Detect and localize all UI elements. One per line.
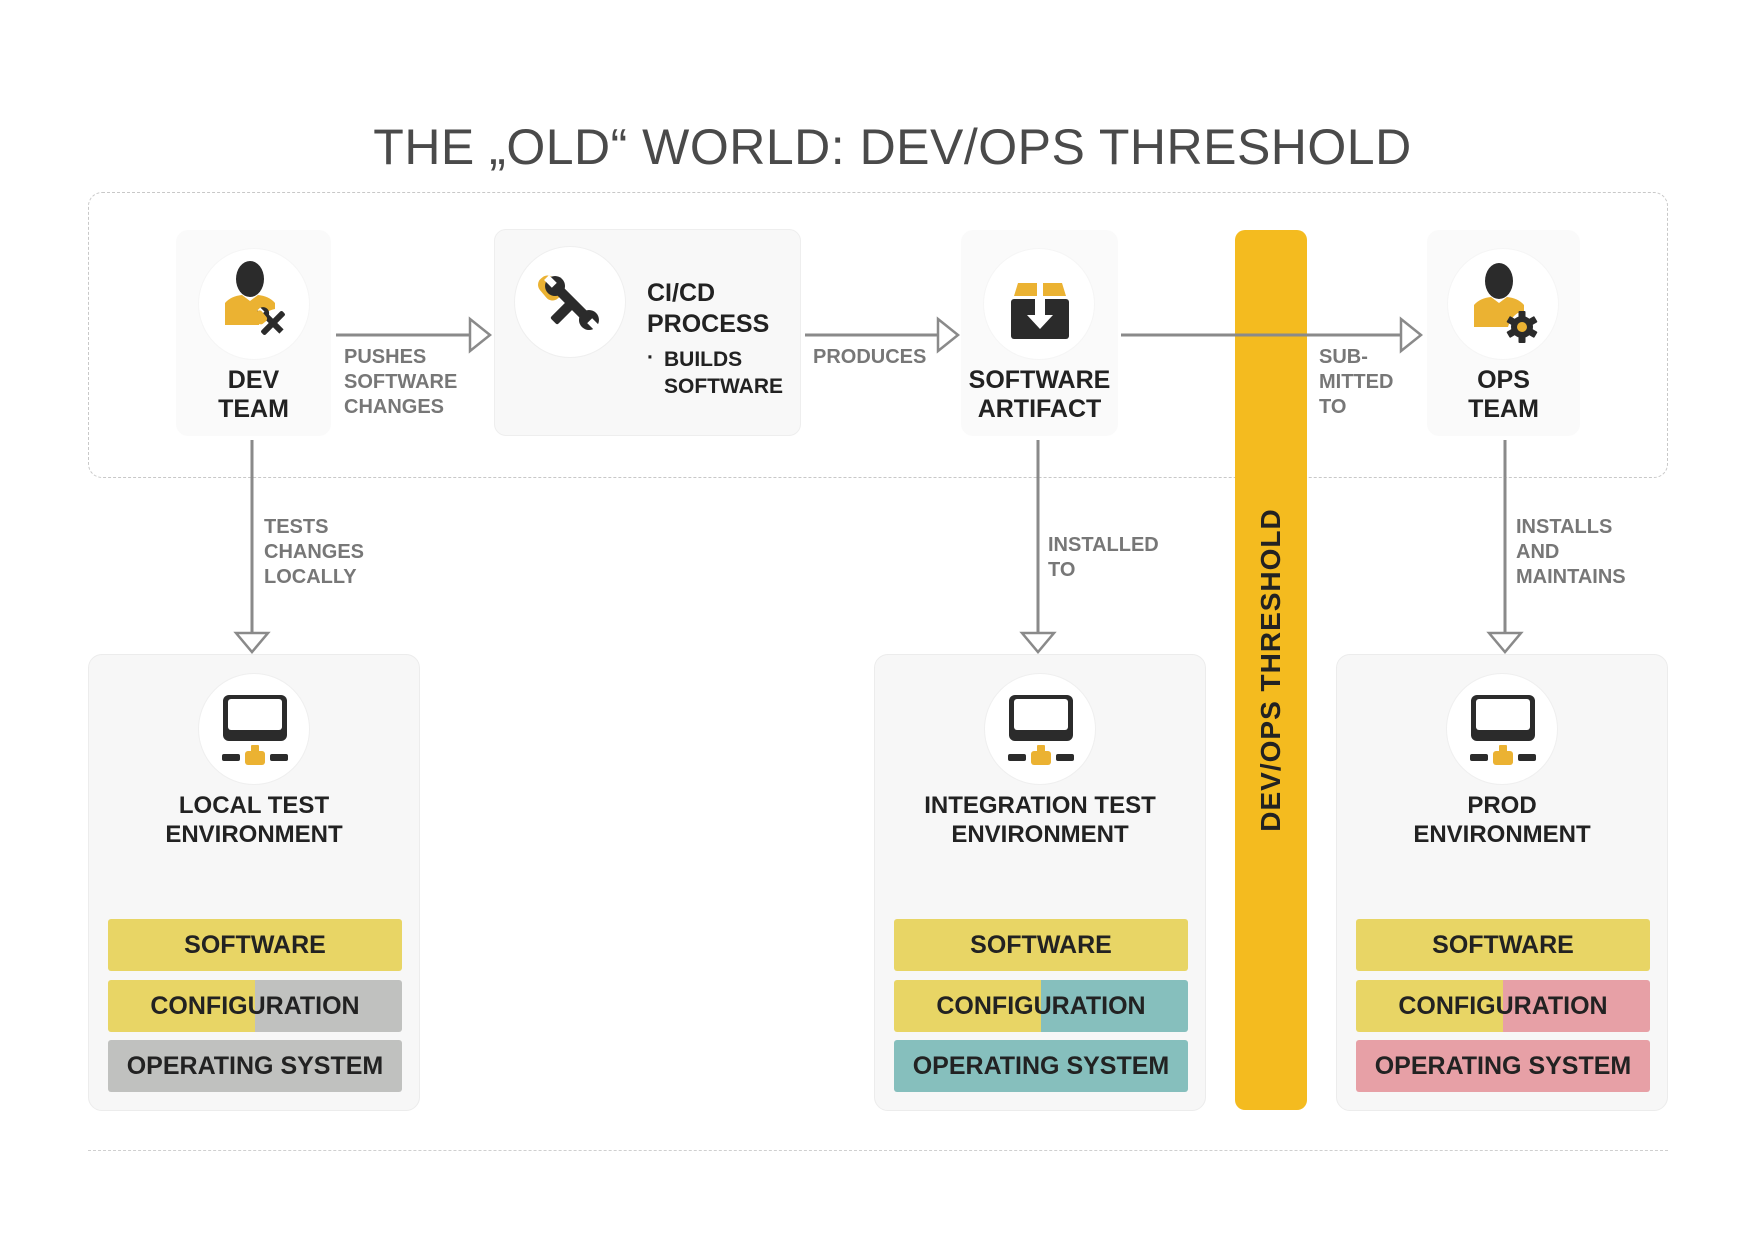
software-artifact-node[interactable]: SOFTWARE ARTIFACT (961, 230, 1118, 436)
layer-configuration: CONFIGURATION (894, 980, 1188, 1032)
arrowhead-produces (936, 316, 961, 354)
artifact-label-line2: ARTIFACT (977, 395, 1102, 423)
edge-label-line: PUSHES (344, 346, 427, 368)
env-label-line2: ENVIRONMENT (951, 821, 1129, 848)
cicd-detail-line1: BUILDS (664, 348, 743, 371)
edge-label-line: AND (1516, 541, 1560, 563)
env-label-line2: ENVIRONMENT (1413, 821, 1591, 848)
env-label: PROD ENVIRONMENT (1337, 791, 1667, 849)
env-card-integration-test[interactable]: INTEGRATION TEST ENVIRONMENT SOFTWARE CO… (874, 654, 1206, 1111)
dev-team-label-line2: TEAM (218, 395, 289, 423)
arrowhead-tests (233, 631, 271, 654)
edge-label-line: INSTALLED (1048, 534, 1159, 556)
edge-label-line: PRODUCES (813, 346, 927, 368)
cicd-label-line2: PROCESS (647, 310, 770, 338)
computer-network-icon (1008, 695, 1074, 765)
layer-os-label: OPERATING SYSTEM (1374, 1051, 1632, 1080)
cicd-detail-line2: SOFTWARE (664, 375, 783, 398)
wrench-screwdriver-icon (538, 275, 600, 331)
layer-operating-system: OPERATING SYSTEM (1356, 1040, 1650, 1092)
ops-team-icon-circle (1447, 248, 1559, 360)
computer-network-icon (222, 695, 288, 765)
ops-team-label-line2: TEAM (1468, 395, 1539, 423)
cicd-process-node[interactable]: CI/CD PROCESS · BUILDS SOFTWARE (494, 229, 801, 436)
artifact-label: SOFTWARE ARTIFACT (961, 366, 1118, 424)
ops-team-node[interactable]: OPS TEAM (1427, 230, 1580, 436)
env-icon-circle (1446, 673, 1558, 785)
layer-software-label: SOFTWARE (970, 930, 1112, 959)
computer-network-icon (1470, 695, 1536, 765)
edge-label-produces: PRODUCES (813, 345, 926, 370)
env-label-line1: PROD (1467, 792, 1537, 819)
edge-label-line: TESTS (264, 516, 329, 538)
arrowhead-installed (1019, 631, 1057, 654)
layer-os-label: OPERATING SYSTEM (126, 1051, 384, 1080)
layer-configuration-label: CONFIGURATION (150, 991, 360, 1020)
dev-team-label-line1: DEV (227, 366, 280, 394)
layer-configuration: CONFIGURATION (1356, 980, 1650, 1032)
operator-person-gear-icon (1474, 263, 1538, 343)
layer-configuration-label: CONFIGURATION (936, 991, 1146, 1020)
edge-label-line: CHANGES (264, 541, 365, 563)
layer-software: SOFTWARE (1356, 919, 1650, 971)
arrowhead-installs (1486, 631, 1524, 654)
dev-team-icon-circle (198, 248, 310, 360)
env-card-local-test[interactable]: LOCAL TEST ENVIRONMENT SOFTWARE CONFIGUR… (88, 654, 420, 1111)
package-download-icon (1011, 283, 1069, 339)
cicd-icon-circle (514, 246, 626, 358)
layer-operating-system: OPERATING SYSTEM (108, 1040, 402, 1092)
edge-label-line: SOFTWARE (344, 371, 458, 393)
layer-software-label: SOFTWARE (1432, 930, 1574, 959)
dev-team-label: DEV TEAM (176, 366, 331, 424)
footer-divider (88, 1150, 1668, 1151)
edge-label-line: CHANGES (344, 396, 445, 418)
devops-threshold-bar: DEV/OPS THRESHOLD (1235, 230, 1307, 1110)
edge-label-pushes: PUSHES SOFTWARE CHANGES (344, 345, 457, 420)
edge-label-line: LOCALLY (264, 566, 357, 588)
layer-software: SOFTWARE (894, 919, 1188, 971)
env-icon-circle (984, 673, 1096, 785)
cicd-text: CI/CD PROCESS · BUILDS SOFTWARE (647, 278, 797, 400)
edge-label-installs: INSTALLS AND MAINTAINS (1516, 515, 1626, 590)
env-label-line1: INTEGRATION TEST (924, 792, 1156, 819)
artifact-icon-circle (983, 248, 1095, 360)
arrowhead-pushes (468, 316, 493, 354)
edge-label-submitted: SUB- MITTED TO (1319, 345, 1393, 420)
layer-os-label: OPERATING SYSTEM (912, 1051, 1170, 1080)
layer-software-label: SOFTWARE (184, 930, 326, 959)
layer-operating-system: OPERATING SYSTEM (894, 1040, 1188, 1092)
env-label-line2: ENVIRONMENT (165, 821, 343, 848)
env-card-prod[interactable]: PROD ENVIRONMENT SOFTWARE CONFIGURATION … (1336, 654, 1668, 1111)
edge-label-tests: TESTS CHANGES LOCALLY (264, 515, 364, 590)
edge-label-line: MAINTAINS (1516, 566, 1626, 588)
ops-team-label: OPS TEAM (1427, 366, 1580, 424)
edge-label-line: TO (1048, 559, 1076, 581)
env-icon-circle (198, 673, 310, 785)
layer-configuration-label: CONFIGURATION (1398, 991, 1608, 1020)
arrowhead-submitted (1399, 316, 1424, 354)
artifact-label-line1: SOFTWARE (968, 366, 1111, 394)
env-label: INTEGRATION TEST ENVIRONMENT (875, 791, 1205, 849)
cicd-label-line1: CI/CD (647, 279, 716, 307)
edge-label-line: INSTALLS (1516, 516, 1613, 538)
edge-label-line: TO (1319, 396, 1347, 418)
page-title: THE „OLD“ WORLD: DEV/OPS THRESHOLD (373, 119, 1412, 175)
env-label: LOCAL TEST ENVIRONMENT (89, 791, 419, 849)
layer-configuration: CONFIGURATION (108, 980, 402, 1032)
ops-team-label-line1: OPS (1477, 366, 1530, 394)
developer-person-wrench-icon (225, 261, 285, 335)
layer-software: SOFTWARE (108, 919, 402, 971)
dev-team-node[interactable]: DEV TEAM (176, 230, 331, 436)
threshold-label: DEV/OPS THRESHOLD (1255, 508, 1286, 832)
workflow-group-frame (88, 192, 1668, 478)
bullet: · (647, 346, 654, 369)
edge-label-line: MITTED (1319, 371, 1394, 393)
edge-label-installed: INSTALLED TO (1048, 533, 1159, 583)
env-label-line1: LOCAL TEST (178, 792, 330, 819)
edge-label-line: SUB- (1319, 346, 1368, 368)
cicd-detail: · BUILDS SOFTWARE (647, 346, 797, 400)
